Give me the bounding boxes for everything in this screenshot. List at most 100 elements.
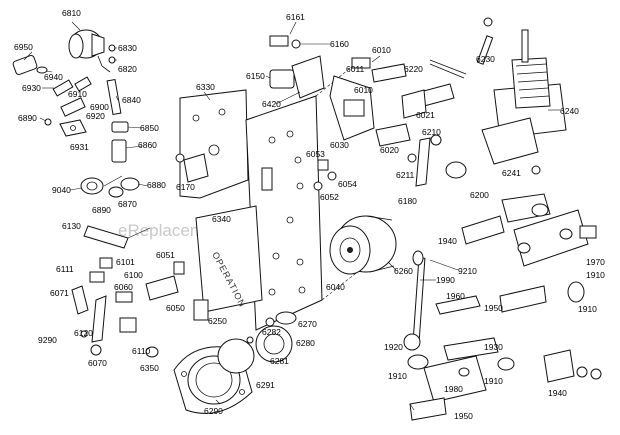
- arm-6071: [71, 285, 89, 315]
- mp-hole-1: [268, 136, 276, 144]
- label-1960: 1960: [446, 291, 465, 301]
- leader-6010a: [371, 55, 381, 63]
- label-6290: 6290: [204, 406, 223, 416]
- bar-6030: [375, 123, 411, 147]
- label-6130: 6130: [62, 221, 81, 231]
- leader-6840: [115, 95, 119, 101]
- bracket-1950a: [499, 285, 547, 313]
- transformer-bolt: [521, 29, 529, 63]
- link-1930: [443, 337, 499, 361]
- leader-9040: [69, 187, 83, 191]
- label-6200: 6200: [470, 190, 489, 200]
- coupling-6850: [111, 121, 129, 133]
- leader-6330: [203, 91, 211, 101]
- label-6240: 6240: [560, 106, 579, 116]
- label-1980: 1980: [444, 384, 463, 394]
- screw-6890: [44, 118, 52, 126]
- transformer-lead: [476, 35, 494, 65]
- switch-6250: [193, 299, 209, 321]
- label-6260: 6260: [394, 266, 413, 276]
- label-9290: 9290: [38, 335, 57, 345]
- label-6120: 6120: [74, 328, 93, 338]
- label-6830: 6830: [118, 43, 137, 53]
- label-6890a: 6890: [18, 113, 37, 123]
- label-9040: 9040: [52, 185, 71, 195]
- plate-6330-hole-3: [208, 144, 220, 156]
- label-6050: 6050: [166, 303, 185, 313]
- label-1910a: 1910: [586, 270, 605, 280]
- knob-9040: [80, 177, 104, 195]
- label-6281: 6281: [270, 356, 289, 366]
- label-6250: 6250: [208, 316, 227, 326]
- gear-6200: [445, 161, 467, 179]
- label-6060: 6060: [114, 282, 133, 292]
- label-6930: 6930: [22, 83, 41, 93]
- bracket-6020: [401, 89, 427, 119]
- bracket-6420: [291, 55, 325, 99]
- roller-1970a: [517, 242, 531, 254]
- screw-6230: [483, 17, 493, 27]
- label-6810: 6810: [62, 8, 81, 18]
- plate-1980: [423, 355, 487, 403]
- switch-6150: [269, 69, 295, 89]
- bracket-6050: [145, 275, 179, 301]
- bar-1960: [435, 295, 481, 315]
- clip-6910: [74, 76, 92, 92]
- leader-6860: [125, 145, 143, 149]
- label-6940: 6940: [44, 72, 63, 82]
- screw-6282: [265, 317, 275, 327]
- label-1950a: 1950: [484, 303, 503, 313]
- label-1940a: 1940: [438, 236, 457, 246]
- label-6420: 6420: [262, 99, 281, 109]
- housing-6290-hole-1: [181, 371, 187, 377]
- label-6920: 6920: [86, 111, 105, 121]
- label-6291: 6291: [256, 380, 275, 390]
- label-1910d: 1910: [484, 376, 503, 386]
- nut-6241: [531, 165, 541, 175]
- label-6270: 6270: [298, 319, 317, 329]
- pin-6180: [407, 153, 417, 163]
- label-1950b: 1950: [454, 411, 473, 421]
- label-6282: 6282: [262, 327, 281, 337]
- switch-6161: [269, 35, 289, 47]
- label-6020: 6020: [380, 145, 399, 155]
- label-6840: 6840: [122, 95, 141, 105]
- plate-slot: [261, 167, 273, 191]
- bracket-6241: [481, 117, 539, 165]
- label-6021: 6021: [416, 110, 435, 120]
- leader-6850: [127, 126, 143, 129]
- label-1970: 1970: [586, 257, 605, 267]
- label-1910b: 1910: [578, 304, 597, 314]
- mp-hole-7: [296, 258, 304, 266]
- label-6100: 6100: [124, 270, 143, 280]
- screw-6160: [291, 39, 301, 49]
- label-1920: 1920: [384, 342, 403, 352]
- leader-6890a: [39, 117, 47, 122]
- switch-6101: [99, 257, 113, 269]
- label-6910: 6910: [68, 89, 87, 99]
- plate-6340: [195, 205, 263, 313]
- reflector-6280-inner: [263, 333, 285, 355]
- leader-6130: [127, 227, 151, 239]
- shaft-axis: [103, 175, 123, 187]
- leader-6290: [215, 399, 221, 405]
- label-6211: 6211: [396, 170, 415, 180]
- plate-1970: [513, 209, 589, 267]
- nut-1940b: [590, 368, 602, 380]
- lamp-arm: [97, 55, 111, 73]
- bracket-1910a: [461, 215, 505, 245]
- label-6010a: 6010: [372, 45, 391, 55]
- label-6101: 6101: [116, 257, 135, 267]
- washer-6940: [36, 66, 48, 74]
- label-6052: 6052: [320, 192, 339, 202]
- label-6900: 6900: [90, 102, 109, 112]
- lens-6291: [217, 338, 255, 374]
- coil-windings: [515, 63, 550, 99]
- label-6051: 6051: [156, 250, 175, 260]
- lamp-assembly: [12, 29, 140, 198]
- bracket-6010-window: [343, 99, 365, 117]
- leader-6150: [265, 75, 271, 79]
- label-6160: 6160: [330, 39, 349, 49]
- washer-6270: [275, 311, 297, 325]
- plate-6330-hole-2: [218, 108, 226, 116]
